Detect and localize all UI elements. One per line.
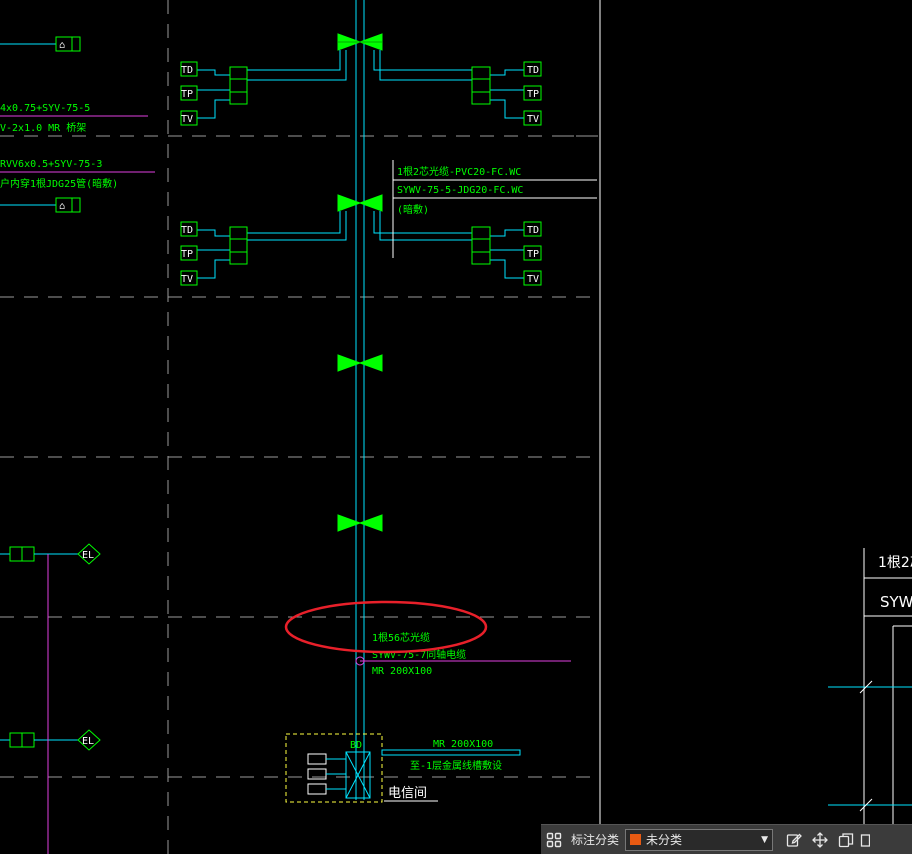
bd-cabinet: BD MR 200X100 至-1层金属线槽敷设 电信间 — [285, 733, 521, 803]
category-select[interactable]: 未分类 ▼ — [625, 828, 774, 851]
category-color-swatch — [630, 834, 642, 845]
label-tv: TV — [527, 114, 539, 125]
label-tp: TP — [181, 89, 193, 100]
detail-table: 1根2芯 SYW — [828, 548, 912, 854]
el-label: EL — [82, 550, 94, 561]
label-td: TD — [527, 65, 539, 76]
highlight-ellipse — [284, 600, 488, 654]
floor-dash-lines — [0, 0, 600, 854]
annotation-toolbar: 标注分类 未分类 ▼ — [541, 824, 912, 854]
riser-notes: 1根2芯光缆-PVC20-FC.WC SYWV-75-5-JDG20-FC.WC… — [393, 165, 597, 216]
wire-label-top-1: 4x0.75+SYV-75-5 — [0, 103, 90, 114]
branch-floor-lower — [180, 160, 542, 286]
room-label: 电信间 — [388, 786, 427, 801]
category-label: 标注分类 — [571, 833, 620, 847]
circle-note-1: 1根56芯光缆 — [372, 631, 430, 644]
label-tv: TV — [527, 274, 539, 285]
label-tv: TV — [181, 114, 193, 125]
el-label: EL — [82, 736, 94, 747]
label-td: TD — [527, 225, 539, 236]
grid-icon[interactable] — [541, 827, 567, 853]
tray-label-2: 至-1层金属线槽敷设 — [410, 759, 502, 772]
label-tp: TP — [181, 249, 193, 260]
outlet-labels: TD TP TV TD TP TV TD TP TV TD TP TV — [181, 65, 539, 285]
tray-label-1: MR 200X100 — [433, 739, 493, 750]
circled-note: 1根56芯光缆 SYWV-75-7同轴电缆 MR 200X100 — [284, 600, 571, 677]
left-annotations: ⌂ 4x0.75+SYV-75-5 V-2x1.0 MR 桥架 RVV6x0.5… — [0, 36, 155, 213]
svg-text:⌂: ⌂ — [59, 40, 65, 51]
riser-note-2: SYWV-75-5-JDG20-FC.WC — [397, 185, 523, 196]
circle-note-3: MR 200X100 — [372, 666, 432, 677]
riser-note-1: 1根2芯光缆-PVC20-FC.WC — [397, 165, 521, 178]
el-devices: EL EL — [0, 543, 101, 854]
label-tp: TP — [527, 249, 539, 260]
label-td: TD — [181, 65, 193, 76]
label-td: TD — [181, 225, 193, 236]
chevron-down-icon: ▼ — [761, 834, 769, 845]
splitter-4 — [337, 514, 383, 532]
riser-splitters — [337, 33, 383, 532]
splitter-3 — [337, 354, 383, 372]
svg-text:⌂: ⌂ — [59, 201, 65, 212]
detail-label-2: SYW — [880, 593, 912, 611]
splitter-2 — [337, 194, 383, 212]
wire-label-mid-2: 户内穿1根JDG25管(暗敷) — [0, 177, 118, 190]
label-tp: TP — [527, 89, 539, 100]
edit-icon[interactable] — [781, 827, 807, 853]
label-tv: TV — [181, 274, 193, 285]
branch-floor-upper — [180, 50, 542, 126]
riser-lines — [355, 0, 365, 800]
category-value: 未分类 — [646, 833, 683, 847]
copy-icon[interactable] — [833, 827, 859, 853]
wire-label-top-2: V-2x1.0 MR 桥架 — [0, 122, 86, 134]
splitter-1 — [337, 33, 383, 51]
more-icon[interactable] — [859, 827, 871, 853]
riser-note-3: (暗敷) — [397, 203, 429, 216]
detail-label-1: 1根2芯 — [878, 555, 912, 571]
wire-label-mid-1: RVV6x0.5+SYV-75-3 — [0, 159, 102, 170]
bd-label: BD — [350, 740, 362, 751]
move-icon[interactable] — [807, 827, 833, 853]
